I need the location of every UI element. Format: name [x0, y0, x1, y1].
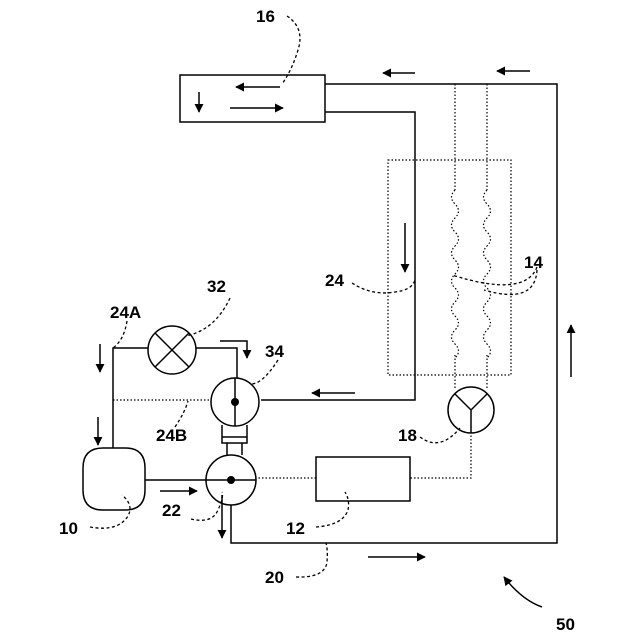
- unit-12: [316, 457, 410, 501]
- label-34: 34: [265, 342, 284, 361]
- label-32: 32: [207, 277, 226, 296]
- coil-right: [484, 190, 491, 358]
- label-20: 20: [265, 568, 284, 587]
- line-24: [261, 112, 415, 400]
- label-22: 22: [162, 501, 181, 520]
- unit-16: [180, 75, 325, 122]
- valve-22-center: [227, 476, 235, 484]
- leader-20: [296, 543, 327, 577]
- label-10: 10: [59, 519, 78, 538]
- leader-16: [282, 16, 300, 84]
- heat-exchanger-box-14: [388, 160, 511, 375]
- arrow-32-right: [220, 341, 247, 358]
- label-50: 50: [556, 615, 575, 634]
- label-24a: 24A: [110, 303, 141, 322]
- coil-left: [452, 190, 459, 358]
- arrow-50: [504, 577, 542, 607]
- label-24b: 24B: [156, 426, 187, 445]
- label-16: 16: [256, 7, 275, 26]
- leader-34: [250, 360, 278, 384]
- shaft-34-22: [222, 425, 247, 455]
- label-18: 18: [398, 426, 417, 445]
- leader-24: [352, 280, 415, 293]
- leader-24b: [175, 401, 188, 427]
- label-12: 12: [286, 519, 305, 538]
- leader-24a: [113, 321, 127, 348]
- label-24: 24: [325, 271, 344, 290]
- unit-10: [83, 448, 145, 510]
- label-14: 14: [524, 253, 543, 272]
- coil-lines: [455, 84, 487, 388]
- leader-32: [186, 298, 230, 336]
- valve-34-center: [231, 398, 239, 406]
- leader-18: [420, 428, 460, 443]
- dashed-line-18-12: [410, 432, 471, 478]
